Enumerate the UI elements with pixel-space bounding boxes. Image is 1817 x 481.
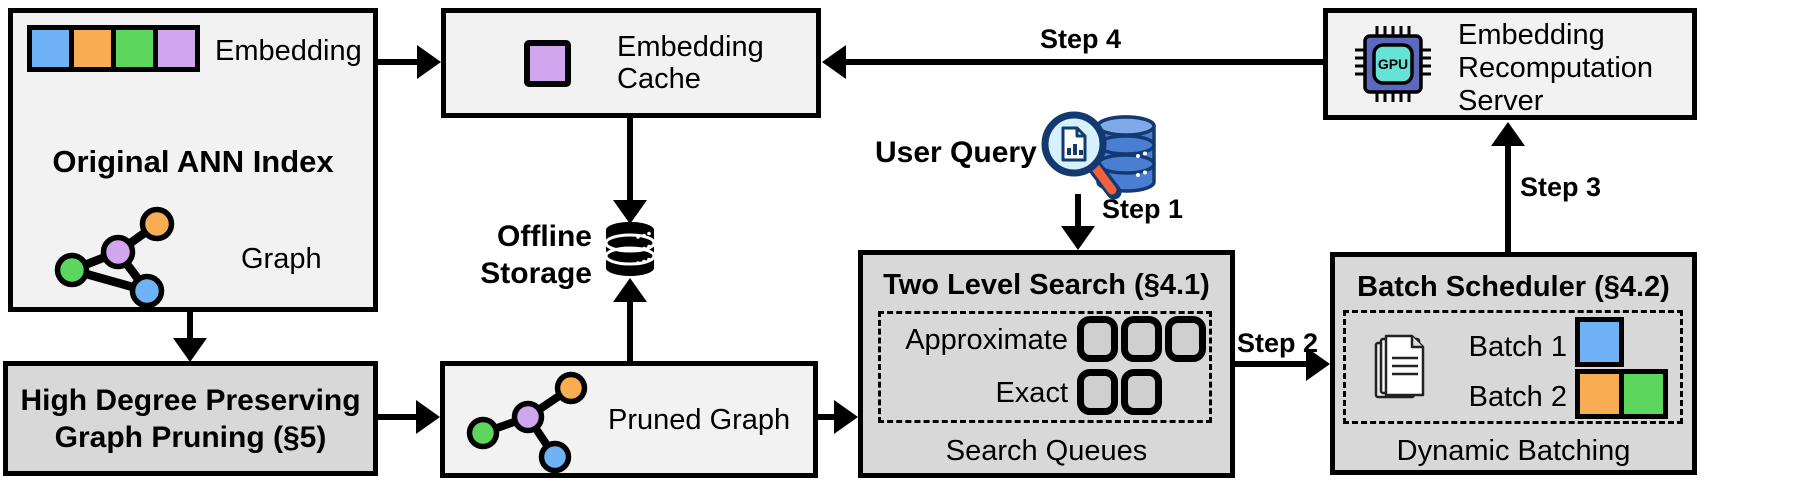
exact-label: Exact xyxy=(995,377,1068,409)
graph-pruning-title: High Degree Preserving Graph Pruning (§5… xyxy=(20,382,360,456)
cached-embedding-icon xyxy=(524,40,571,87)
pruned-graph-icon xyxy=(466,371,588,474)
offline-storage-label: Offline Storage xyxy=(460,218,592,292)
color-cell xyxy=(74,30,111,67)
recomputation-server-label: Embedding Recomputation Server xyxy=(1458,19,1653,118)
batch-scheduler-title: Batch Scheduler (§4.2) xyxy=(1357,271,1670,303)
server-line1: Embedding xyxy=(1458,19,1605,51)
magnifier-icon xyxy=(1041,111,1122,200)
graph-pruning-line1: High Degree Preserving xyxy=(20,383,361,417)
graph-icon xyxy=(54,206,175,309)
queue-slot xyxy=(1121,369,1162,415)
queue-slot xyxy=(1121,316,1162,362)
graph-pruning-box: High Degree Preserving Graph Pruning (§5… xyxy=(3,361,378,476)
queue-slot xyxy=(1077,369,1118,415)
user-query-icon xyxy=(1041,111,1156,200)
two-level-search-box: Two Level Search (§4.1) Approximate Exac… xyxy=(858,250,1235,478)
step2-label: Step 2 xyxy=(1237,328,1319,358)
embedding-cache-line2: Cache xyxy=(617,63,701,96)
offline-storage-line2: Storage xyxy=(480,257,592,290)
batch2-chip xyxy=(1575,369,1668,419)
dynamic-batching-panel xyxy=(1343,310,1683,424)
dynamic-batching-caption: Dynamic Batching xyxy=(1396,435,1631,467)
graph-label: Graph xyxy=(241,243,322,275)
recomputation-server-box: GPU Embedding Recomputation Server xyxy=(1323,8,1697,120)
offline-storage-database-icon xyxy=(604,222,656,276)
embedding-cache-line1: Embedding xyxy=(617,31,764,63)
batch1-chip xyxy=(1575,317,1624,367)
embedding-cache-box: Embedding Cache xyxy=(441,8,821,118)
original-ann-index-box: Embedding Original ANN Index Graph xyxy=(8,8,378,312)
color-cell xyxy=(32,30,69,67)
gpu-chip-icon: GPU xyxy=(1355,26,1431,102)
batch2-label: Batch 2 xyxy=(1468,381,1567,413)
step4-label: Step 4 xyxy=(1040,24,1122,54)
pruned-graph-label: Pruned Graph xyxy=(608,404,791,436)
batch-scheduler-box: Batch Scheduler (§4.2) Batch 1 Batch 2 D… xyxy=(1330,252,1697,475)
offline-storage-line1: Offline xyxy=(497,220,592,253)
color-cell xyxy=(1580,322,1619,362)
color-cell xyxy=(116,30,153,67)
queue-slot xyxy=(1077,316,1118,362)
original-ann-index-title: Original ANN Index xyxy=(52,144,334,179)
two-level-search-title: Two Level Search (§4.1) xyxy=(883,269,1210,301)
documents-icon xyxy=(1374,334,1425,399)
exact-queue-slots xyxy=(1077,369,1162,415)
server-line2: Recomputation xyxy=(1458,52,1654,84)
search-queues-caption: Search Queues xyxy=(945,435,1148,467)
queue-slot xyxy=(1165,316,1206,362)
server-line3: Server xyxy=(1458,85,1544,117)
embedding-label: Embedding xyxy=(215,35,362,67)
color-cell xyxy=(1580,374,1619,414)
step1-label: Step 1 xyxy=(1102,194,1184,224)
step3-label: Step 3 xyxy=(1520,172,1602,202)
embedding-cache-label: Embedding Cache xyxy=(617,31,764,96)
search-queues-panel xyxy=(878,311,1212,423)
approximate-label: Approximate xyxy=(905,324,1068,356)
color-cell xyxy=(1624,374,1663,414)
approximate-queue-slots xyxy=(1077,316,1206,362)
gpu-chip-label: GPU xyxy=(1378,56,1408,72)
embedding-vector-strip xyxy=(27,25,200,72)
color-cell xyxy=(158,30,195,67)
pruned-graph-box: Pruned Graph xyxy=(440,361,818,478)
graph-pruning-line2: Graph Pruning (§5) xyxy=(54,420,327,454)
user-query-label: User Query xyxy=(875,136,1037,169)
batch1-label: Batch 1 xyxy=(1468,331,1567,363)
